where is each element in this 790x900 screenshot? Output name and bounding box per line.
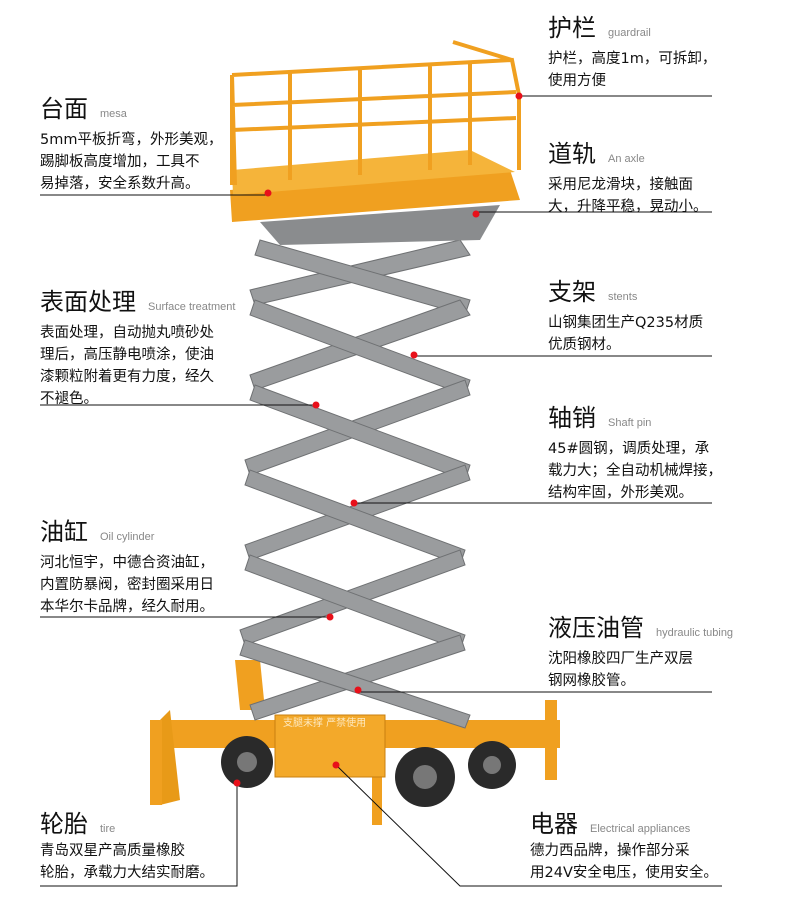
- title: 电器: [530, 810, 578, 838]
- annotation-axle: 道轨 An axle 采用尼龙滑块，接触面大，升降平稳，晃动小。: [548, 140, 708, 218]
- desc-line: 表面处理，自动抛丸喷砂处: [40, 325, 214, 341]
- title: 道轨: [548, 140, 596, 168]
- annotation-shaft-pin: 轴销 Shaft pin 45#圆钢，调质处理，承载力大；全自动机械焊接， 结构牢固…: [548, 404, 722, 504]
- annotation-electrical: 电器 Electrical appliances 德力西品牌，操作部分采用24V安…: [530, 810, 718, 884]
- desc-line: 易掉落，安全系数升高。: [40, 176, 200, 192]
- desc-line: 用24V安全电压，使用安全。: [530, 865, 718, 881]
- title: 护栏: [548, 14, 596, 42]
- annotation-mesa: 台面 mesa 5mm平板折弯，外形美观， 踢脚板高度增加，工具不易掉落，安全系数升…: [40, 95, 222, 195]
- subtitle: An axle: [608, 153, 645, 165]
- title: 液压油管: [548, 614, 644, 642]
- subtitle: guardrail: [608, 27, 651, 39]
- leader-lines: [40, 95, 722, 887]
- subtitle: Oil cylinder: [100, 531, 155, 543]
- annotation-tire: 轮胎 tire 青岛双星产高质量橡胶轮胎，承载力大结实耐磨。: [40, 810, 214, 884]
- desc-line: 护栏，高度1m，可拆卸，: [548, 51, 717, 67]
- title: 支架: [548, 278, 596, 306]
- guardrail: [230, 40, 521, 186]
- subtitle: Electrical appliances: [590, 823, 691, 835]
- subtitle: hydraulic tubing: [656, 627, 734, 639]
- title: 轴销: [548, 404, 596, 432]
- title: 油缸: [40, 518, 88, 546]
- subtitle: tire: [100, 823, 116, 835]
- desc-line: 载力大；全自动机械焊接，: [548, 463, 722, 479]
- desc-line: 踢脚板高度增加，工具不: [40, 154, 200, 170]
- annotation-guardrail: 护栏 guardrail 护栏，高度1m，可拆卸， 使用方便: [548, 14, 716, 92]
- subtitle: Surface treatment: [148, 301, 236, 313]
- desc-line: 采用尼龙滑块，接触面: [548, 177, 693, 193]
- desc-line: 优质钢材。: [548, 337, 621, 353]
- desc-line: 使用方便: [548, 73, 606, 89]
- title: 表面处理: [40, 288, 136, 316]
- annotation-stents: 支架 stents 山钢集团生产Q235材质优质钢材。: [548, 278, 703, 356]
- subtitle: Shaft pin: [608, 417, 652, 429]
- annotation-hydraulic-tubing: 液压油管 hydraulic tubing 沈阳橡胶四厂生产双层钢网橡胶管。: [548, 614, 733, 692]
- annotation-oil-cylinder: 油缸 Oil cylinder 河北恒宇，中德合资油缸， 内置防暴阀，密封圈采用日本…: [40, 518, 214, 618]
- desc-line: 45#圆钢，调质处理，承: [548, 441, 710, 457]
- annotation-surface-treatment: 表面处理 Surface treatment 表面处理，自动抛丸喷砂处理后，高压静…: [40, 288, 235, 410]
- desc-line: 德力西品牌，操作部分采: [530, 843, 690, 859]
- desc-line: 河北恒宇，中德合资油缸，: [40, 555, 214, 571]
- title: 轮胎: [40, 810, 88, 838]
- desc-line: 不褪色。: [40, 391, 98, 407]
- desc-line: 钢网橡胶管。: [548, 673, 635, 689]
- desc-line: 内置防暴阀，密封圈采用日: [40, 577, 214, 593]
- desc-line: 本华尔卡品牌，经久耐用。: [40, 599, 214, 615]
- desc-line: 青岛双星产高质量橡胶: [40, 843, 185, 859]
- desc-line: 漆颗粒附着更有力度，经久: [40, 369, 214, 385]
- desc-line: 结构牢固，外形美观。: [548, 485, 693, 501]
- desc-line: 大，升降平稳，晃动小。: [548, 199, 708, 215]
- desc-line: 轮胎，承载力大结实耐磨。: [40, 865, 214, 881]
- desc-line: 理后，高压静电喷涂，使油: [40, 347, 214, 363]
- desc-line: 5mm平板折弯，外形美观，: [40, 132, 223, 148]
- machine-warning-label: 支腿未撑 严禁使用: [283, 716, 366, 729]
- title: 台面: [40, 95, 88, 123]
- subtitle: mesa: [100, 108, 127, 120]
- marker-dots: [233, 92, 523, 787]
- scissor-arms: [239, 239, 471, 729]
- subtitle: stents: [608, 291, 638, 303]
- platform: [230, 150, 520, 245]
- wheels: [221, 736, 516, 807]
- desc-line: 山钢集团生产Q235材质: [548, 315, 704, 331]
- desc-line: 沈阳橡胶四厂生产双层: [548, 651, 693, 667]
